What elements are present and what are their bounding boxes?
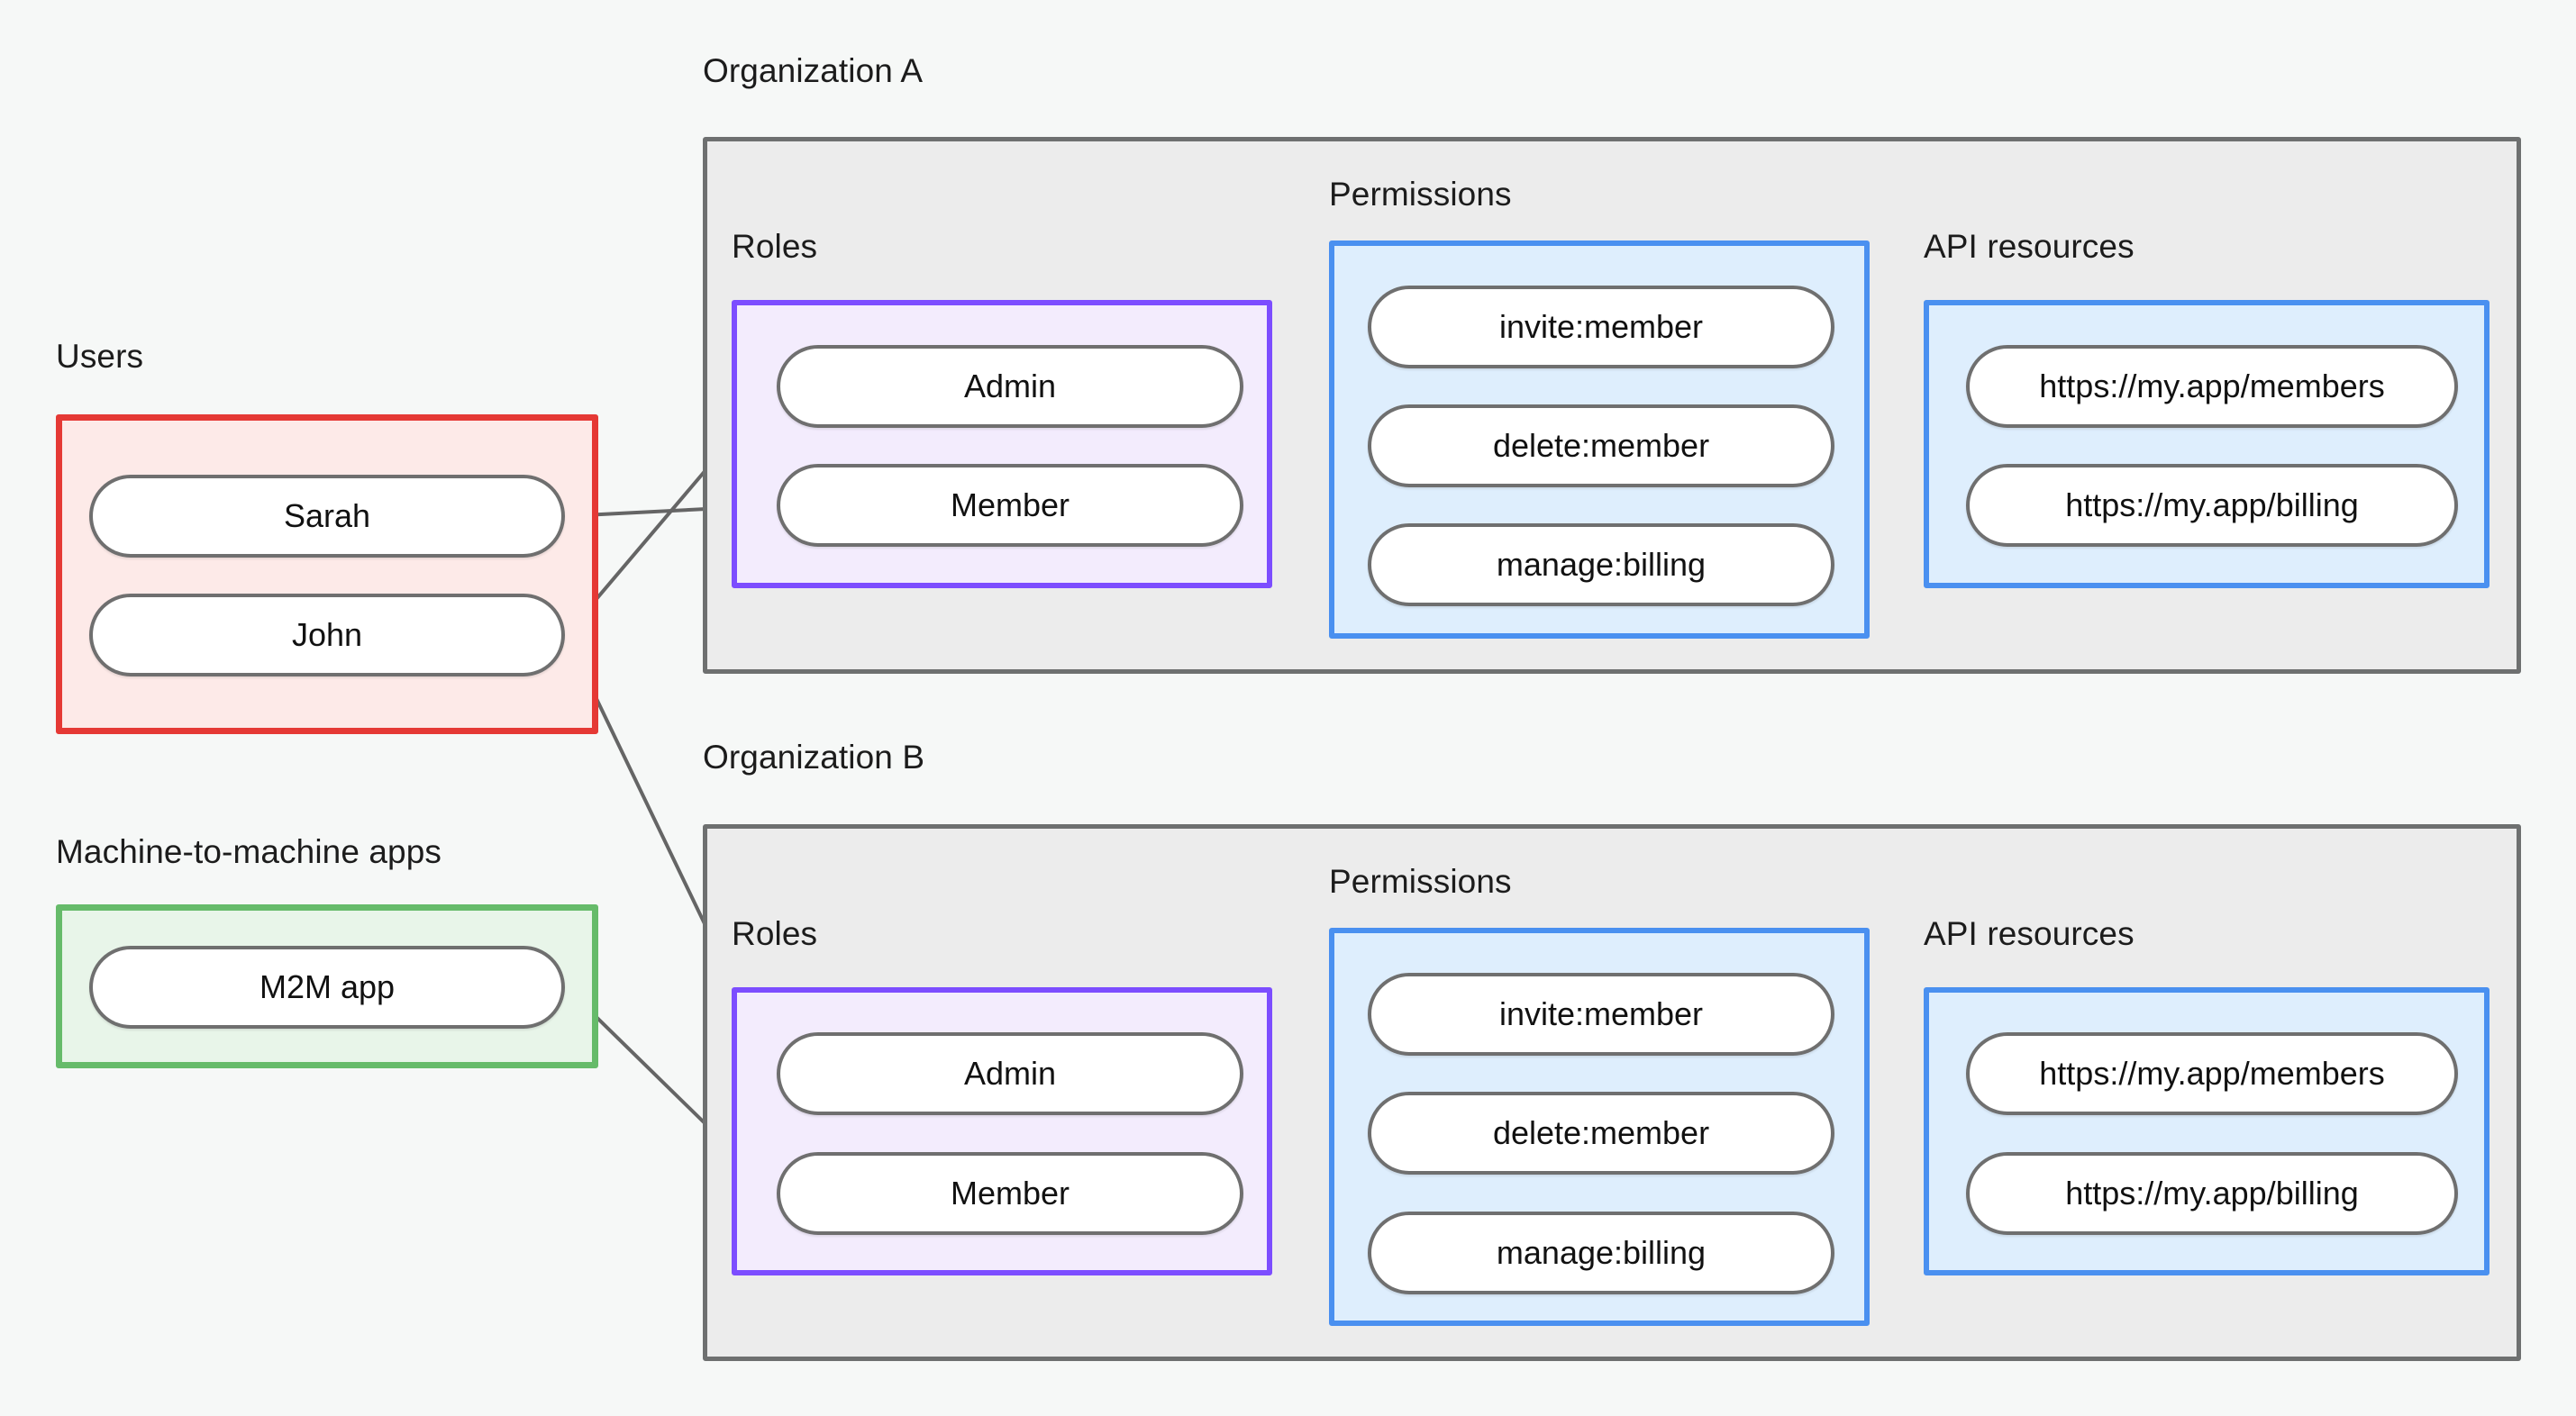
orgB-roles-label: Roles bbox=[732, 915, 818, 952]
m2m-pill-app[interactable]: M2M app bbox=[89, 946, 565, 1029]
orgA-permission-pill-invite-member[interactable]: invite:member bbox=[1368, 286, 1834, 368]
orgA-api-pill-members[interactable]: https://my.app/members bbox=[1966, 345, 2458, 428]
orgB-api-resources-label: API resources bbox=[1924, 915, 2135, 952]
orgB-role-pill-admin[interactable]: Admin bbox=[777, 1032, 1243, 1115]
orgA-permissions-label: Permissions bbox=[1329, 176, 1512, 213]
orgB-permission-pill-invite-member[interactable]: invite:member bbox=[1368, 973, 1834, 1056]
orgA-role-pill-admin[interactable]: Admin bbox=[777, 345, 1243, 428]
orgB-permissions-label: Permissions bbox=[1329, 863, 1512, 900]
orgB-api-pill-billing[interactable]: https://my.app/billing bbox=[1966, 1152, 2458, 1235]
organization-b-label: Organization B bbox=[703, 739, 925, 776]
orgA-permission-pill-delete-member[interactable]: delete:member bbox=[1368, 404, 1834, 487]
users-section-label: Users bbox=[56, 338, 144, 375]
orgA-role-pill-member[interactable]: Member bbox=[777, 464, 1243, 547]
orgB-role-pill-member[interactable]: Member bbox=[777, 1152, 1243, 1235]
user-pill-sarah[interactable]: Sarah bbox=[89, 475, 565, 558]
users-group bbox=[56, 414, 598, 734]
orgA-roles-label: Roles bbox=[732, 228, 818, 265]
orgA-api-pill-billing[interactable]: https://my.app/billing bbox=[1966, 464, 2458, 547]
m2m-section-label: Machine-to-machine apps bbox=[56, 833, 442, 870]
organization-a-label: Organization A bbox=[703, 52, 924, 89]
orgB-permission-pill-delete-member[interactable]: delete:member bbox=[1368, 1092, 1834, 1175]
orgB-permission-pill-manage-billing[interactable]: manage:billing bbox=[1368, 1212, 1834, 1294]
orgA-permission-pill-manage-billing[interactable]: manage:billing bbox=[1368, 523, 1834, 606]
orgB-api-pill-members[interactable]: https://my.app/members bbox=[1966, 1032, 2458, 1115]
user-pill-john[interactable]: John bbox=[89, 594, 565, 676]
orgA-api-resources-label: API resources bbox=[1924, 228, 2135, 265]
